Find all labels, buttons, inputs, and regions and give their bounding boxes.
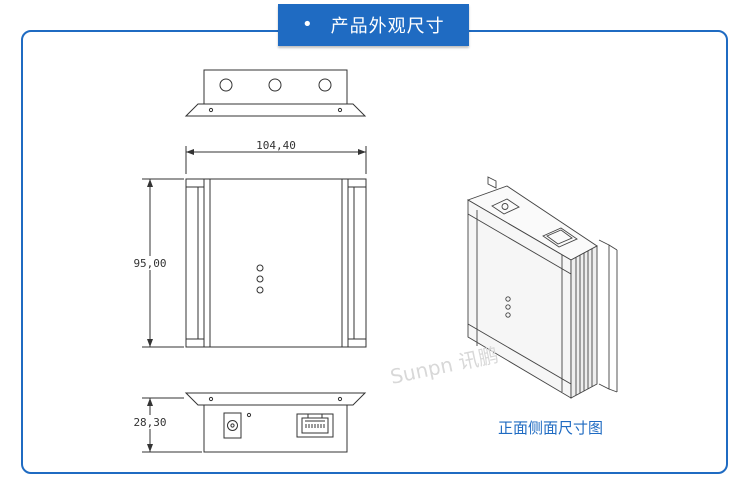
mount-hole-left — [219, 78, 233, 92]
isometric-caption: 正面侧面尺寸图 — [498, 419, 604, 437]
depth-label: 28,30 — [133, 416, 166, 429]
iso-rj45-port — [542, 227, 578, 248]
top-view — [184, 69, 367, 117]
content-frame — [21, 30, 728, 474]
isometric-view — [466, 176, 618, 399]
led-indicator-1 — [256, 264, 264, 272]
depth-dimension — [142, 397, 202, 453]
port-view — [184, 392, 367, 453]
width-dimension — [185, 146, 367, 174]
mount-hole-right — [318, 78, 332, 92]
led-indicator-2 — [256, 275, 264, 283]
title-bullet: • — [302, 14, 313, 35]
watermark: Sunpn 讯鹏 — [388, 343, 500, 389]
iso-dc-jack — [491, 198, 520, 215]
front-view — [185, 178, 367, 348]
section-title-tab: • 产品外观尺寸 — [278, 4, 469, 46]
width-label: 104,40 — [256, 139, 296, 152]
rj45-port — [296, 413, 334, 438]
mount-hole-center — [268, 78, 282, 92]
dc-jack — [223, 412, 242, 439]
height-label: 95,00 — [133, 257, 166, 270]
section-title: 产品外观尺寸 — [330, 16, 445, 37]
led-indicator-3 — [256, 286, 264, 294]
